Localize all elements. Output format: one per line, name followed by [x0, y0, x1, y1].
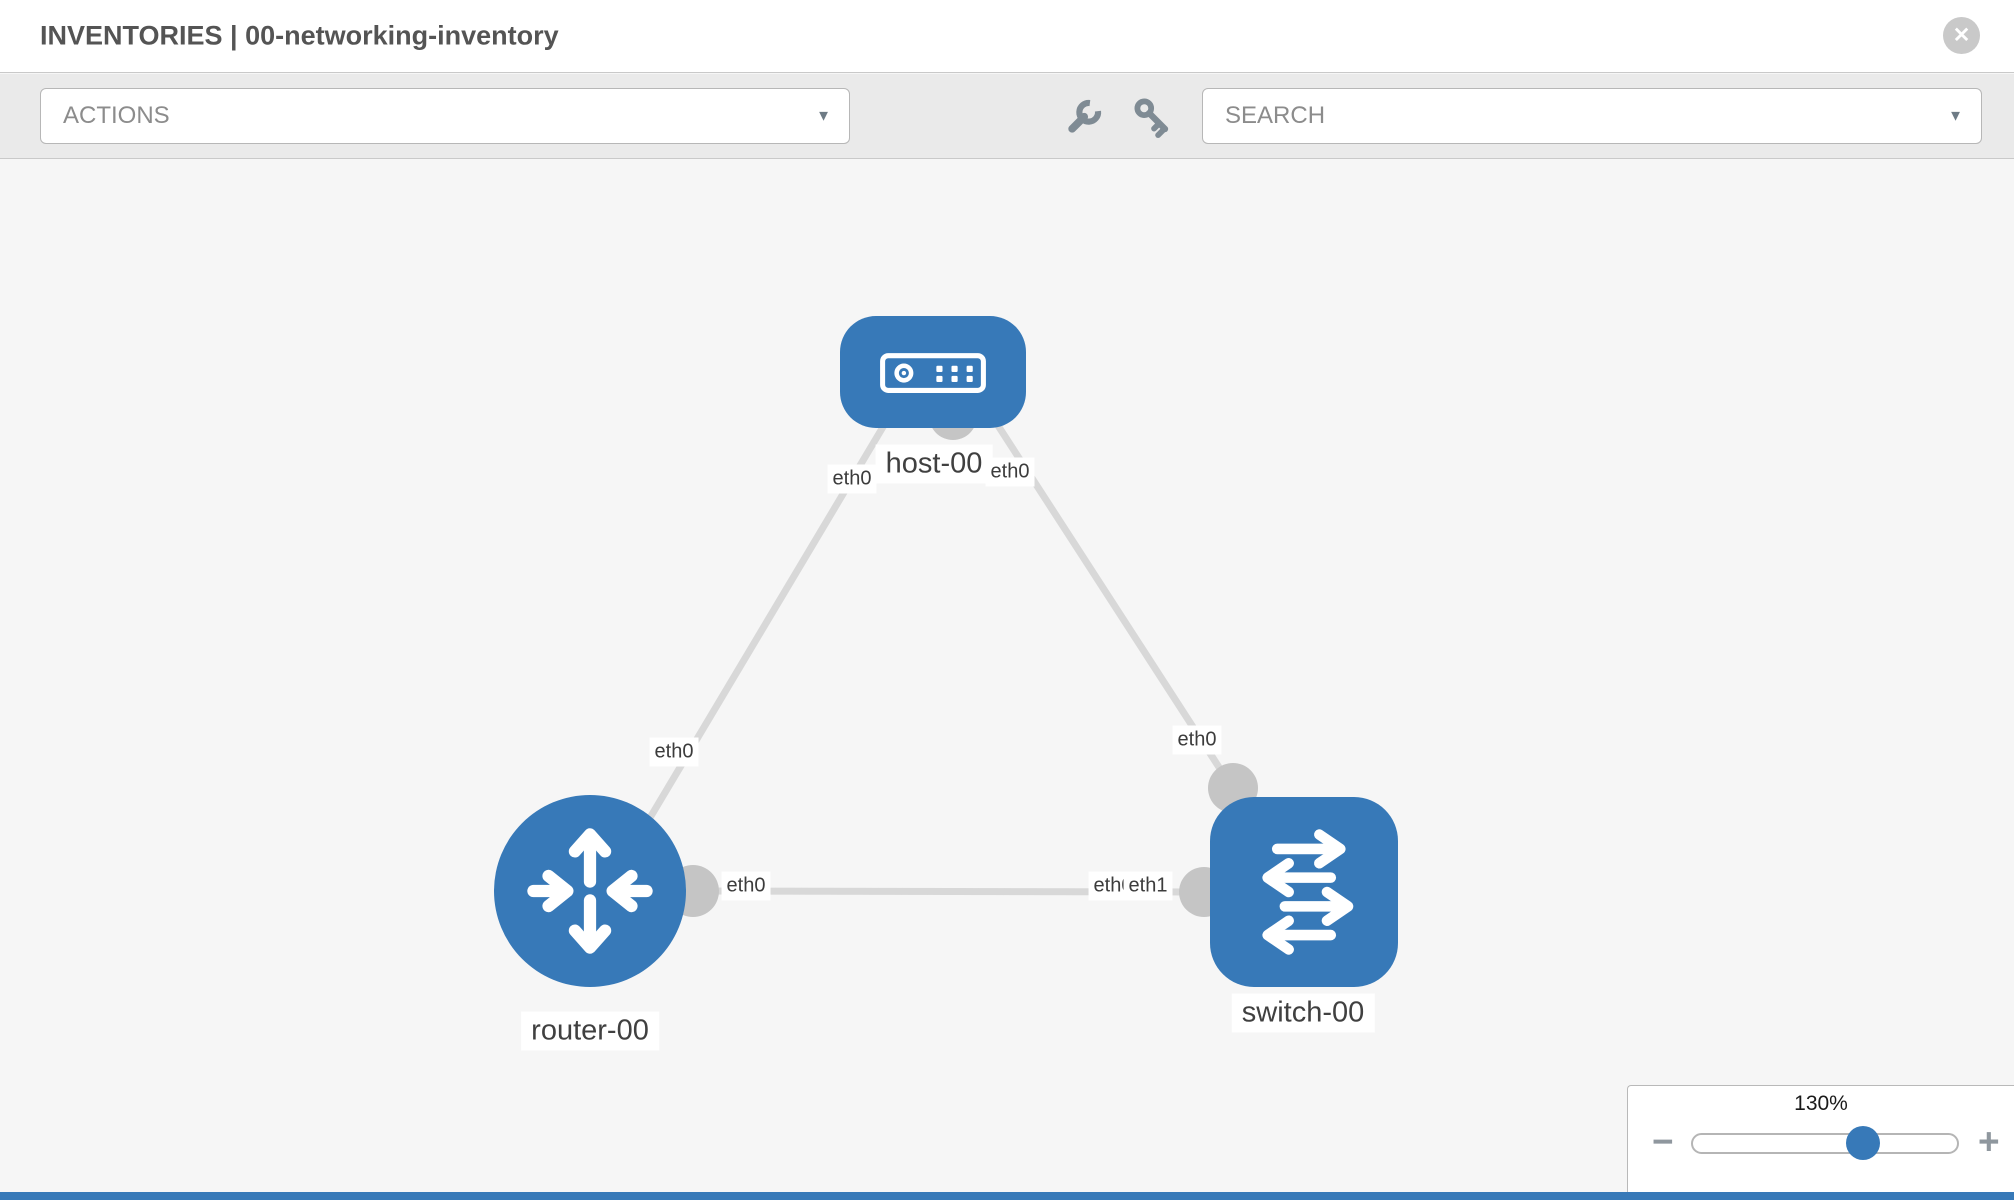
iface-label-eth1: eth1	[1123, 871, 1173, 901]
node-router-00[interactable]	[494, 795, 686, 987]
topology-canvas[interactable]: host-00 router-00 switch-00 eth0 eth0 et…	[0, 159, 2014, 1200]
router-icon	[527, 828, 653, 954]
actions-dropdown-label: ACTIONS	[63, 102, 170, 129]
iface-label-eth0: eth0	[1172, 725, 1222, 755]
search-dropdown[interactable]: SEARCH ▼	[1202, 88, 1982, 144]
zoom-panel: 130% − +	[1627, 1085, 2014, 1200]
link-host-switch	[972, 388, 1238, 794]
page-title: INVENTORIES | 00-networking-inventory	[40, 20, 559, 51]
zoom-slider-thumb[interactable]	[1846, 1126, 1880, 1160]
zoom-slider-track[interactable]	[1691, 1133, 1959, 1154]
chevron-down-icon: ▼	[816, 107, 831, 125]
header: INVENTORIES | 00-networking-inventory ✕	[0, 0, 2014, 73]
node-label-host: host-00	[875, 444, 993, 484]
iface-label-eth0: eth0	[721, 871, 771, 901]
node-label-router: router-00	[521, 1011, 659, 1051]
node-label-switch: switch-00	[1231, 993, 1375, 1033]
chevron-down-icon: ▼	[1948, 107, 1963, 125]
configure-button[interactable]	[1057, 88, 1113, 144]
zoom-value: 130%	[1794, 1092, 1848, 1115]
search-dropdown-label: SEARCH	[1225, 102, 1326, 129]
close-icon: ✕	[1952, 24, 1971, 47]
zoom-out-button[interactable]: −	[1652, 1121, 1674, 1162]
node-host-00[interactable]	[840, 316, 1026, 428]
close-button[interactable]: ✕	[1943, 17, 1980, 54]
zoom-in-button[interactable]: +	[1978, 1121, 2000, 1162]
key-icon	[1134, 98, 1169, 138]
iface-label-eth0: eth0	[985, 457, 1035, 487]
bottom-bar	[0, 1192, 2014, 1200]
host-icon	[880, 352, 986, 393]
actions-dropdown[interactable]: ACTIONS ▼	[40, 88, 850, 144]
node-switch-00[interactable]	[1210, 797, 1398, 987]
switch-icon	[1262, 829, 1354, 955]
toolbar: ACTIONS ▼ SEARCH ▼	[0, 74, 2014, 159]
iface-label-eth0: eth0	[649, 737, 699, 767]
credentials-button[interactable]	[1124, 88, 1180, 144]
iface-label-eth0: eth0	[827, 464, 877, 494]
topology-links	[594, 388, 1258, 917]
wrench-icon	[1068, 99, 1102, 133]
